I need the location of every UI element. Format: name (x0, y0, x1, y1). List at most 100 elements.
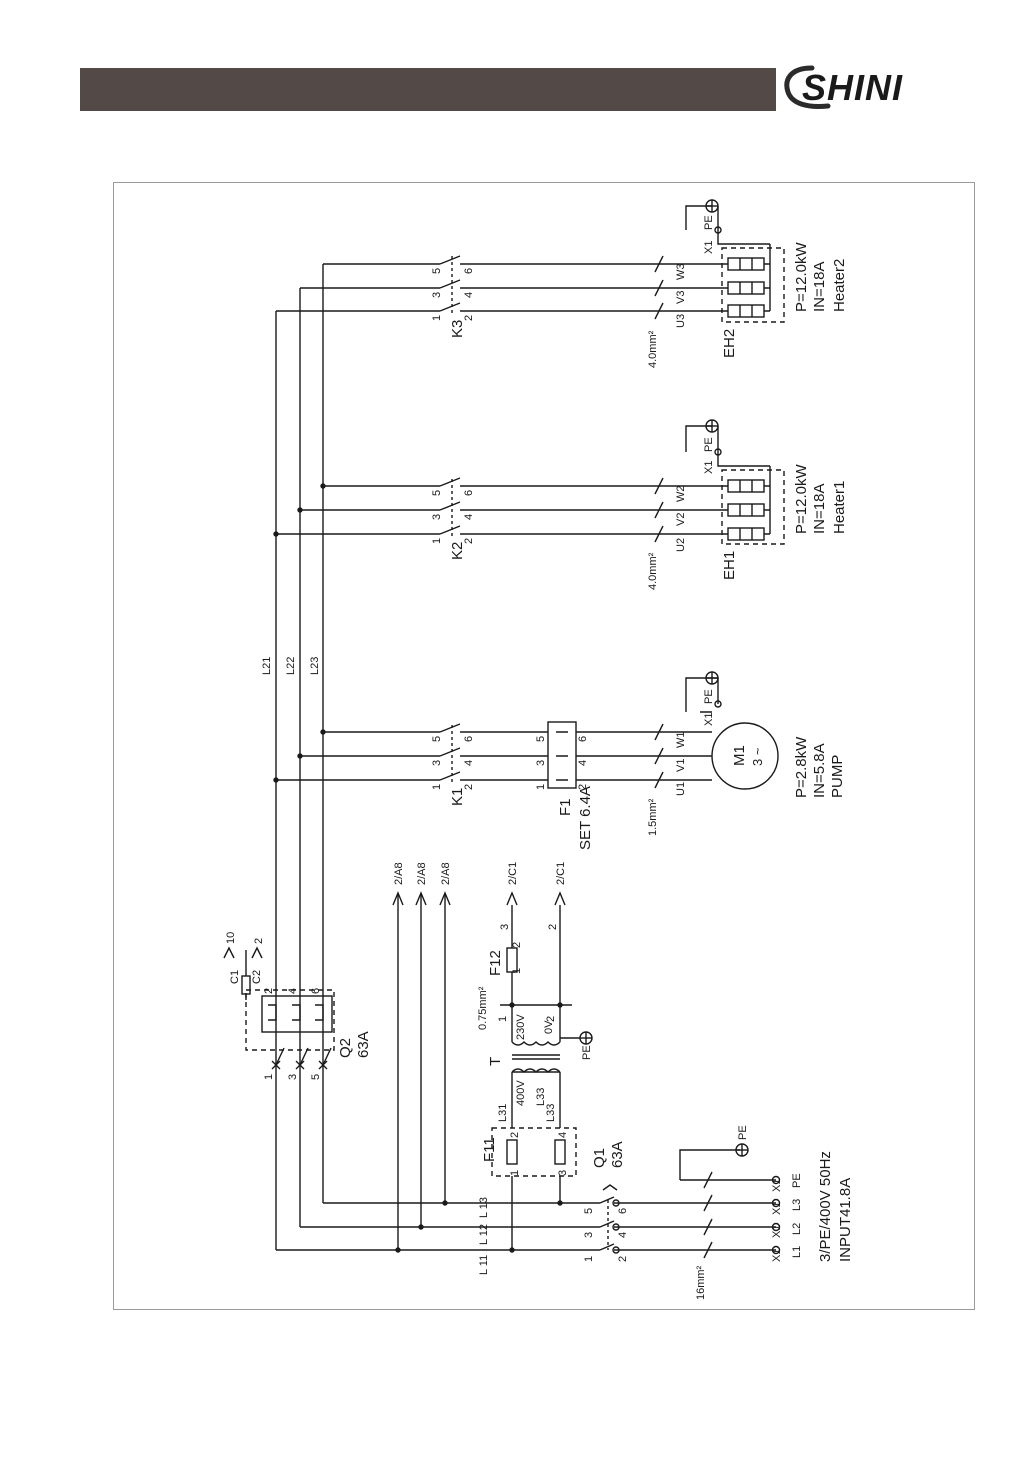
k1-pin-1: 1 (431, 784, 443, 790)
f11-pin-4: 4 (557, 1132, 569, 1138)
heater2-cable: 4.0mm² (647, 330, 659, 368)
q2-pin-6: 6 (310, 988, 322, 994)
q2-pin-5: 5 (310, 1074, 322, 1080)
line-l13: L 13 (478, 1197, 490, 1218)
heater2-terminal-v3: V3 (675, 291, 687, 304)
bus-l2 (299, 288, 600, 1228)
q2-aux-ref-2: 2 (253, 938, 265, 944)
q1-rating: 63A (609, 1141, 626, 1168)
k1-pin-6: 6 (463, 736, 475, 742)
line-l12: L 12 (478, 1224, 490, 1245)
q2-rating: 63A (355, 1031, 372, 1058)
transformer (511, 1005, 593, 1073)
wire-2-label: 2 (547, 924, 559, 930)
f1-pin-1: 1 (535, 784, 547, 790)
ref-c1-2: 2/C1 (555, 862, 567, 885)
f11-label: F11 (481, 1137, 498, 1162)
f1-setting: SET 6.4A (577, 786, 594, 850)
transformer-label: T (487, 1057, 504, 1066)
q1-pin-6: 6 (617, 1208, 629, 1214)
ref-a8-3: 2/A8 (440, 862, 452, 885)
k3-pin-2: 2 (463, 315, 475, 321)
heater1-cable: 4.0mm² (647, 552, 659, 590)
heater1-current: IN=18A (811, 484, 828, 534)
input-terminal-pe: X1 (771, 1179, 783, 1192)
k2-pin-1: 1 (431, 538, 443, 544)
transformer-sec-b: 0V (543, 1020, 555, 1034)
heater2-power: P=12.0kW (793, 242, 810, 312)
k3-pin-3: 3 (431, 292, 443, 298)
input-terminal-l2: X1 (771, 1225, 783, 1238)
f1-pin-6: 6 (577, 736, 589, 742)
eh1-label: EH1 (721, 551, 738, 580)
pump-terminal-v1: V1 (675, 759, 687, 772)
motor-phase: 3 ~ (750, 747, 765, 766)
phase-l1: L1 (791, 1246, 803, 1258)
q2-breaker (223, 946, 335, 1070)
k3-pin-6: 6 (463, 268, 475, 274)
f1-pin-2: 2 (577, 784, 589, 790)
heater1-name: Heater1 (831, 481, 848, 534)
f12-branch (500, 891, 572, 1008)
transformer-pin-2: 2 (545, 1016, 557, 1022)
eh2-label: EH2 (721, 329, 738, 358)
wire-3-label: 3 (499, 924, 511, 930)
input-supply-label: 3/PE/400V 50Hz (817, 1151, 834, 1262)
q2-pin-2: 2 (263, 988, 275, 994)
input-pe-label: PE (737, 1125, 749, 1140)
f1-pin-4: 4 (577, 760, 589, 766)
heater2-name: Heater2 (831, 259, 848, 312)
heater2-x1: X1 (703, 241, 715, 254)
f1-pin-5: 5 (535, 736, 547, 742)
heater1-terminal-v2: V2 (675, 513, 687, 526)
schematic-frame (113, 182, 975, 1310)
phase-l3: L3 (791, 1199, 803, 1211)
motor-label: M1 (731, 745, 748, 766)
input-cable-label: 16mm² (695, 1265, 707, 1300)
bus-l3 (322, 264, 600, 1204)
pump-current: IN=5.8A (811, 743, 828, 798)
line-l33: L33 (545, 1104, 557, 1122)
k2-label: K2 (449, 542, 466, 560)
q2-pin-1: 1 (263, 1074, 275, 1080)
phase-l2: L2 (791, 1223, 803, 1235)
transformer-pe: PE (581, 1045, 593, 1060)
f12-cable: 0.75mm² (477, 986, 489, 1030)
q1-pin-5: 5 (583, 1208, 595, 1214)
k2-pin-2: 2 (463, 538, 475, 544)
control-branches (392, 891, 451, 1253)
ref-a8-2: 2/A8 (416, 862, 428, 885)
pump-name: PUMP (829, 755, 846, 798)
q1-pin-4: 4 (617, 1232, 629, 1238)
input-terminal-l1: X1 (771, 1249, 783, 1262)
k2-pin-6: 6 (463, 490, 475, 496)
k3-pin-5: 5 (431, 268, 443, 274)
k2-pin-4: 4 (463, 514, 475, 520)
f12-pin-1: 1 (511, 968, 523, 974)
q1-label: Q1 (591, 1148, 608, 1168)
heater2-terminal-w3: W3 (675, 264, 687, 281)
f11-fuses (491, 1072, 577, 1253)
q2-aux-c1: C1 (229, 970, 241, 984)
transformer-primary: 400V (515, 1080, 527, 1106)
line-l11: L 11 (478, 1255, 490, 1275)
heater2-branch (276, 199, 785, 323)
pump-pe: PE (703, 689, 715, 704)
supply-feed (679, 1143, 781, 1259)
pump-terminal-w1: W1 (675, 732, 687, 749)
heater2-pe: PE (703, 215, 715, 230)
ref-a8-1: 2/A8 (393, 862, 405, 885)
heater2-terminal-u3: U3 (675, 314, 687, 328)
k1-pin-3: 3 (431, 760, 443, 766)
q2-pin-4: 4 (287, 988, 299, 994)
k3-label: K3 (449, 320, 466, 338)
q2-aux-ref-10: 10 (225, 932, 237, 944)
line-l23: L23 (309, 657, 321, 675)
shini-logo: SHINI (784, 65, 902, 109)
f11-pin-3: 3 (557, 1170, 569, 1176)
q1-pin-1: 1 (583, 1256, 595, 1262)
k1-pin-2: 2 (463, 784, 475, 790)
f11-pin-1: 1 (509, 1170, 521, 1176)
heater1-x1: X1 (703, 461, 715, 474)
